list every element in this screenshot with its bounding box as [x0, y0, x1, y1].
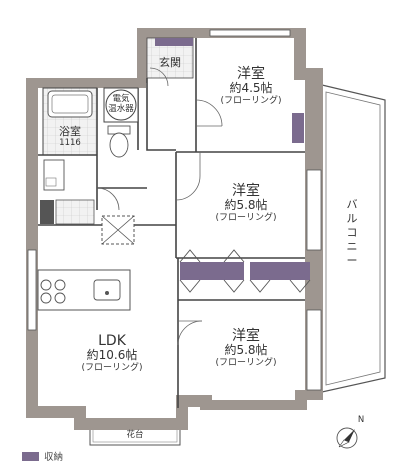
- bath-size: 1116: [59, 137, 81, 148]
- legend-label: 収納: [44, 452, 64, 463]
- flower-stand-label: 花台: [126, 430, 144, 440]
- legend: 収納: [22, 449, 63, 463]
- room-size: 約10.6帖: [86, 348, 138, 363]
- compass-icon: [336, 427, 358, 449]
- room-ldk: LDK 約10.6帖 (フローリング): [66, 333, 158, 373]
- washroom-fixtures: [40, 159, 95, 225]
- legend-swatch: [22, 451, 39, 461]
- compass-label: N: [357, 415, 365, 425]
- bathtub: [47, 90, 93, 118]
- room-western-1: 洋室 約4.5帖 (フローリング): [205, 66, 297, 106]
- closet-doors: [179, 249, 311, 293]
- room-size: 約5.8帖: [224, 198, 268, 213]
- kitchen-counter: [37, 269, 131, 311]
- room-floor: (フローリング): [220, 95, 282, 106]
- water-heater: [103, 87, 139, 123]
- balcony-label: バルコニー: [346, 198, 358, 267]
- room-floor: (フローリング): [215, 357, 277, 368]
- room-name: 洋室: [237, 66, 265, 82]
- water-heater-line2: 温水器: [108, 103, 134, 114]
- room-size: 約4.5帖: [229, 81, 273, 96]
- water-heater-line1: 電気: [112, 94, 130, 104]
- room-size: 約5.8帖: [224, 343, 268, 358]
- pipe-shaft: [101, 215, 135, 245]
- room-name: LDK: [98, 333, 126, 349]
- room-name: 洋室: [232, 183, 260, 199]
- room-name: 洋室: [232, 328, 260, 344]
- entrance-storage: [155, 38, 193, 46]
- bath-name: 浴室: [59, 125, 81, 138]
- room-western-2: 洋室 約5.8帖 (フローリング): [200, 183, 292, 223]
- entrance-label: 玄関: [159, 56, 181, 69]
- water-heater-label: 電気 温水器: [104, 94, 138, 115]
- room-western-3: 洋室 約5.8帖 (フローリング): [200, 328, 292, 368]
- toilet: [107, 125, 131, 158]
- room-bath: 浴室 1116: [46, 125, 94, 148]
- room-floor: (フローリング): [81, 362, 143, 373]
- room-floor: (フローリング): [215, 212, 277, 223]
- windows: [27, 29, 322, 391]
- door-swings: [96, 67, 223, 346]
- storage-closets: [180, 113, 310, 280]
